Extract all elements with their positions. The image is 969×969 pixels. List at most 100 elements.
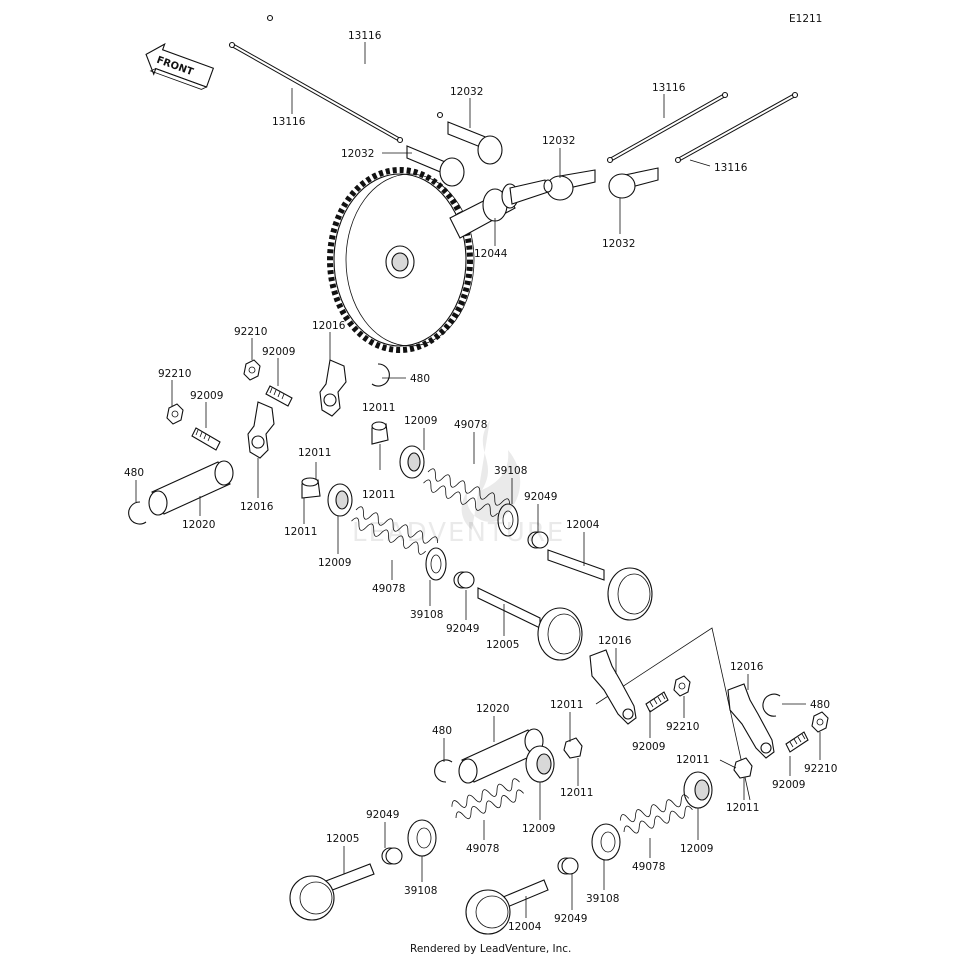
label-12005-r: 12005 [326,833,359,845]
label-12005-l: 12005 [486,639,519,651]
front-arrow-icon: FRONT [145,42,215,90]
pushrod-top-right-2 [674,91,799,164]
label-39108-l2: 39108 [410,609,443,621]
label-13116-left: 13116 [272,116,306,128]
label-480-r1: 480 [810,699,830,711]
intake-valve-left [547,549,653,621]
stem-seal-right-2 [557,857,579,875]
label-49078-l1: 49078 [454,419,487,431]
spring-seat-right-2 [591,823,621,861]
label-92049-l2: 92049 [446,623,479,635]
watermark-text: LEADVENTURE [352,518,566,548]
lifter-c [546,169,596,201]
intake-valve-right [465,879,549,935]
label-12011-l1: 12011 [362,402,395,414]
spring-retainer-left-2 [327,483,353,517]
valve-spring-right-1 [451,778,524,820]
spring-retainer-right-1 [525,745,555,783]
stem-seal-left-2 [453,571,475,589]
exhaust-valve-right [289,863,375,921]
label-12016-r1: 12016 [598,635,632,647]
valve-spring-right-2 [619,794,693,834]
label-12011-l3: 12011 [298,447,331,459]
nut-left-2 [166,403,184,425]
rocker-shaft-right [458,728,544,784]
label-92009-r1: 92009 [632,741,665,753]
watermark-flame-icon [461,420,521,530]
rocker-arm-left-2 [247,401,275,459]
label-39108-r2: 39108 [586,893,619,905]
label-12011-r3: 12011 [676,754,709,766]
pivot-right-2 [733,757,753,779]
label-12011-r2: 12011 [560,787,593,799]
circlip-right-1 [762,693,781,717]
label-39108-l1: 39108 [494,465,527,477]
footer-credit: Rendered by LeadVenture, Inc. [410,943,571,955]
rocker-arm-left-1 [319,359,347,417]
label-92009-r2: 92009 [772,779,805,791]
circlip-left-2 [128,501,147,525]
adjust-screw-left-1 [265,385,293,407]
label-12009-l1: 12009 [404,415,437,427]
label-13116-right: 13116 [714,162,748,174]
adjust-screw-right-1 [645,691,669,713]
label-12016-r2: 12016 [730,661,764,673]
label-92049-r1: 92049 [366,809,399,821]
pushrod-top-right-1 [606,91,729,164]
pivot-left-1 [371,421,389,445]
label-12016-l1: 12016 [312,320,346,332]
exhaust-valve-left [477,587,583,661]
label-480-l2: 480 [124,467,144,479]
lifter-b [406,145,465,187]
label-13116-right-top: 13116 [652,82,686,94]
lifter-d [608,167,659,199]
label-12009-r2: 12009 [680,843,713,855]
label-92049-l1: 92049 [524,491,557,503]
label-92210-r1: 92210 [666,721,699,733]
label-92210-l2: 92210 [158,368,191,380]
label-12016-l2: 12016 [240,501,274,513]
pushrod-top-left-1 [266,14,444,119]
nut-left-1 [243,359,261,381]
label-12011-r4: 12011 [726,802,759,814]
label-49078-l2: 49078 [372,583,405,595]
label-92009-l2: 92009 [190,390,223,402]
label-92049-r2: 92049 [554,913,587,925]
camshaft [449,179,553,239]
spring-seat-right-1 [407,819,437,857]
label-12032-c: 12032 [542,135,575,147]
label-12020-l: 12020 [182,519,215,531]
circlip-right-2 [434,759,453,783]
rocker-arm-right-1 [589,649,637,725]
spring-retainer-left-1 [399,445,425,479]
circlip-left-1 [371,363,390,387]
spring-seat-left-2 [425,547,447,581]
valve-spring-left-1 [423,468,510,517]
adjust-screw-right-2 [785,731,809,753]
valve-spring-left-2 [351,506,438,555]
stem-seal-left-1 [527,531,549,549]
label-12020-r: 12020 [476,703,509,715]
label-92009-l1: 92009 [262,346,295,358]
spring-retainer-right-2 [683,771,713,809]
label-39108-r1: 39108 [404,885,437,897]
label-12011-r1: 12011 [550,699,583,711]
pivot-left-2 [301,477,321,499]
label-12009-r1: 12009 [522,823,555,835]
label-92210-l1: 92210 [234,326,267,338]
adjust-screw-left-2 [191,427,221,451]
label-13116-top: 13116 [348,30,382,42]
stem-seal-right-1 [381,847,403,865]
label-12032-a: 12032 [450,86,483,98]
spring-seat-left-1 [497,503,519,537]
label-12009-l2: 12009 [318,557,351,569]
pivot-right-1 [563,737,583,759]
label-480-l1: 480 [410,373,430,385]
label-49078-r2: 49078 [632,861,665,873]
label-12011-l4: 12011 [284,526,317,538]
diagram-code: E1211 [789,13,822,25]
rocker-shaft-left [148,460,234,516]
label-12032-b: 12032 [341,148,374,160]
rocker-arm-right-2 [727,683,775,759]
nut-right-2 [811,711,829,733]
